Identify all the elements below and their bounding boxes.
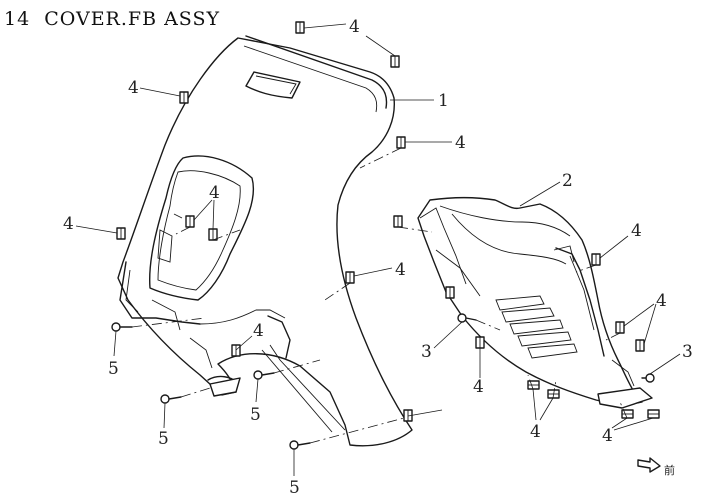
clip-nut xyxy=(393,215,403,228)
callout-3: 3 xyxy=(682,342,693,362)
clip-nut xyxy=(396,136,406,149)
clip-nut xyxy=(591,253,601,266)
screw xyxy=(289,440,311,450)
clip-nut xyxy=(208,228,218,241)
callout-4: 4 xyxy=(631,221,642,241)
front-direction-label: 前 xyxy=(664,463,675,477)
inner-cover-part-2 xyxy=(417,196,653,409)
clip-nut xyxy=(475,336,485,349)
clip-nut xyxy=(185,215,195,228)
diagram-number: 14 xyxy=(4,8,31,30)
clip-nut xyxy=(527,380,540,390)
callout-2: 2 xyxy=(562,171,573,191)
front-cover-part-1 xyxy=(117,35,413,447)
callout-4: 4 xyxy=(602,426,613,446)
diagram-title: 14 COVER.FB ASSY xyxy=(4,8,220,30)
diagram-name: COVER.FB ASSY xyxy=(44,8,221,30)
screw xyxy=(111,322,133,332)
callout-4: 4 xyxy=(253,321,264,341)
clip-nut-group xyxy=(116,21,660,422)
clip-nut xyxy=(231,344,241,357)
callout-5: 5 xyxy=(250,405,261,425)
clip-nut xyxy=(390,55,400,68)
clip-nut xyxy=(295,21,305,34)
clip-nut xyxy=(345,271,355,284)
screw xyxy=(457,313,477,323)
clip-nut xyxy=(445,286,455,299)
clip-nut xyxy=(635,339,645,352)
leader-lines xyxy=(75,23,681,476)
callout-4: 4 xyxy=(63,214,74,234)
callout-4: 4 xyxy=(455,133,466,153)
screw xyxy=(253,370,275,380)
front-direction-arrow: 前 xyxy=(637,457,675,477)
clip-nut xyxy=(621,409,634,419)
clip-nut xyxy=(647,409,660,419)
callout-4: 4 xyxy=(656,291,667,311)
callout-4: 4 xyxy=(128,78,139,98)
callout-4: 4 xyxy=(349,17,360,37)
screw-group xyxy=(111,313,655,450)
callout-5: 5 xyxy=(158,429,169,449)
callout-5: 5 xyxy=(289,478,300,498)
callout-1: 1 xyxy=(438,91,449,111)
callout-4: 4 xyxy=(473,377,484,397)
callout-4: 4 xyxy=(395,260,406,280)
callout-labels: 1 2 4 4 4 4 4 4 4 4 4 4 4 4 3 3 5 5 5 5 xyxy=(63,17,693,498)
screw xyxy=(641,373,655,383)
screw xyxy=(160,394,182,404)
callout-4: 4 xyxy=(530,422,541,442)
clip-nut xyxy=(179,91,189,104)
clip-nut xyxy=(116,227,126,240)
callout-3: 3 xyxy=(421,342,432,362)
callout-5: 5 xyxy=(108,359,119,379)
callout-4: 4 xyxy=(209,183,220,203)
clip-nut xyxy=(615,321,625,334)
assembly-dashed-lines xyxy=(131,147,628,444)
